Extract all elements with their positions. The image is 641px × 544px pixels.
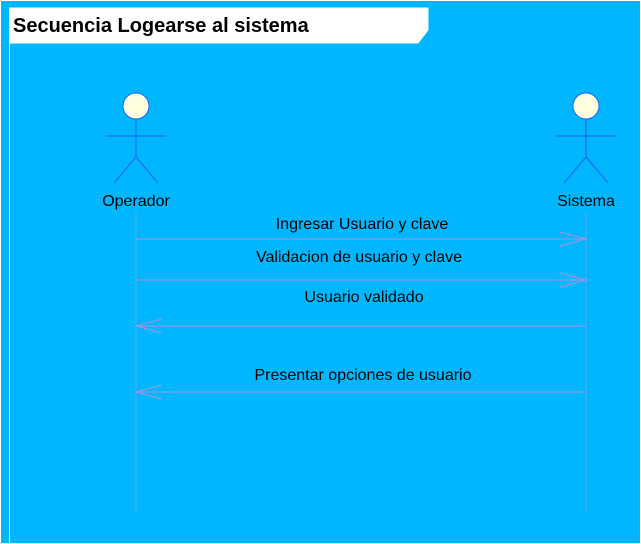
message-label: Presentar opciones de usuario (254, 367, 471, 384)
arrowhead-left-icon (134, 318, 163, 334)
actor-sistema[interactable]: Sistema (556, 92, 616, 210)
arrowhead-left-icon (134, 384, 163, 400)
actor-label-operador: Operador (102, 193, 170, 210)
title-tab-shape (9, 7, 429, 44)
message-label: Ingresar Usuario y clave (276, 216, 449, 233)
diagram-title: Secuencia Logearse al sistema (13, 15, 310, 37)
message-2[interactable]: Validacion de usuario y clave (136, 249, 588, 288)
arrowhead-right-icon (559, 272, 588, 288)
message-4[interactable]: Presentar opciones de usuario (134, 367, 586, 400)
actor-label-sistema: Sistema (557, 193, 615, 210)
diagram-title-tab: Secuencia Logearse al sistema (9, 7, 429, 44)
message-label: Validacion de usuario y clave (256, 249, 462, 266)
message-label: Usuario validado (304, 289, 423, 306)
message-1[interactable]: Ingresar Usuario y clave (136, 216, 588, 247)
message-3[interactable]: Usuario validado (134, 289, 586, 334)
actor-stick-figure-icon (106, 92, 166, 184)
arrowhead-right-icon (559, 231, 588, 247)
actor-operador[interactable]: Operador (102, 92, 170, 210)
actor-stick-figure-icon (556, 92, 616, 184)
